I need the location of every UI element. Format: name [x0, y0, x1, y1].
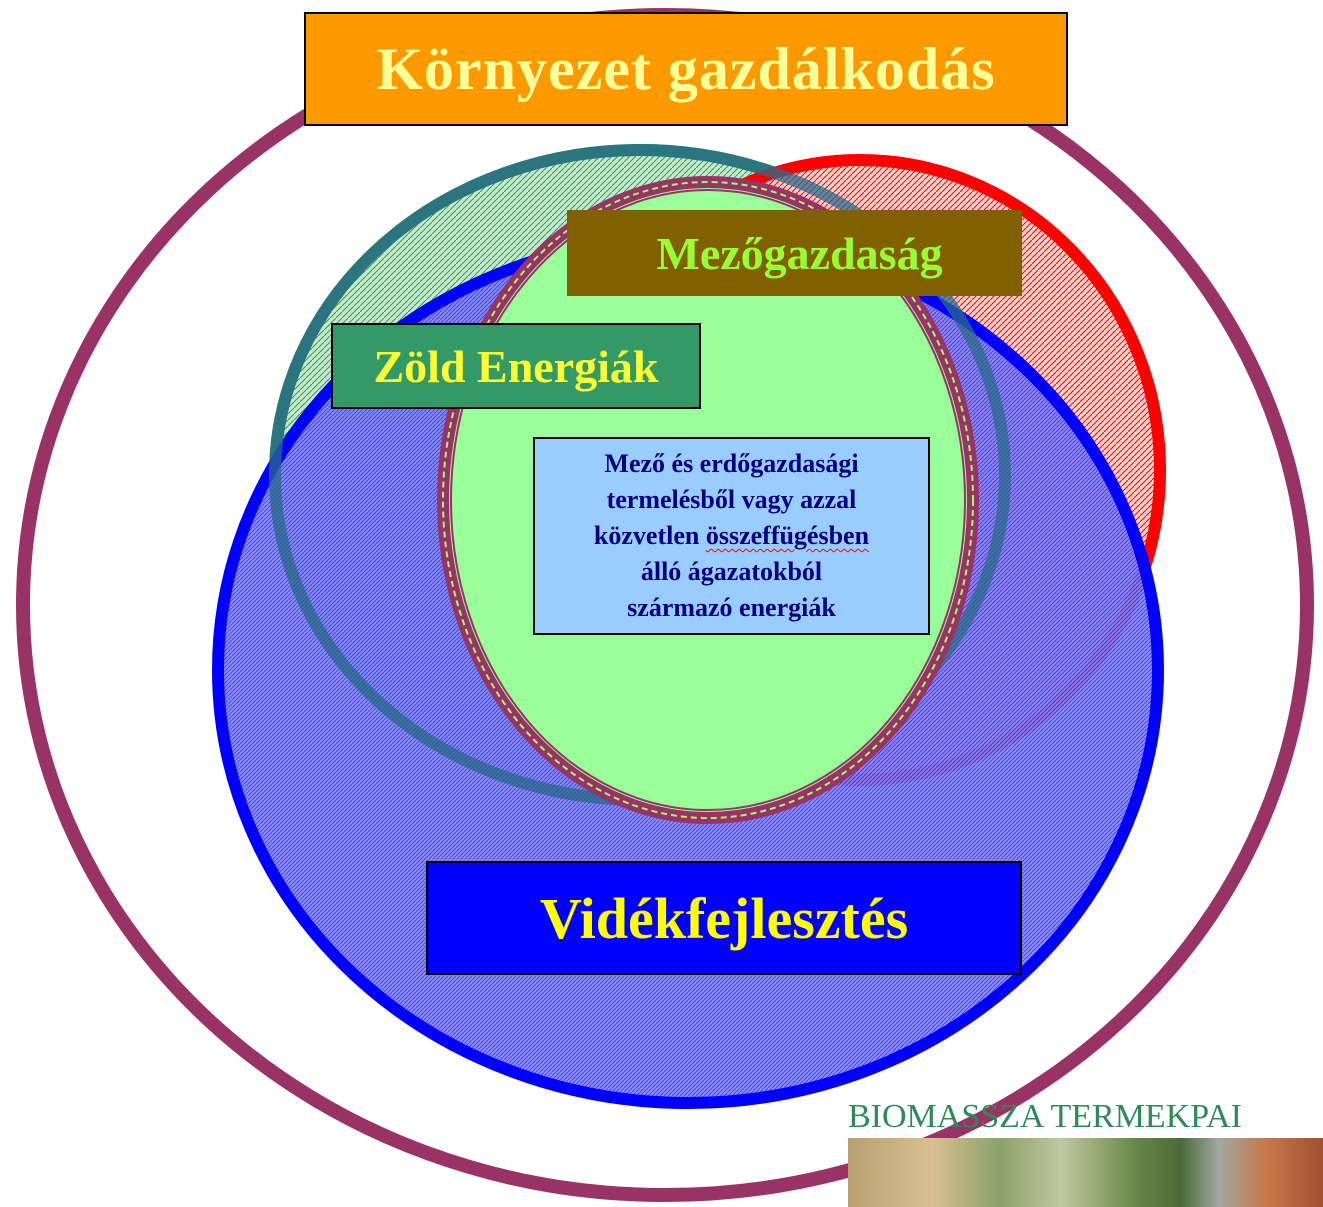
core-circle-stripe-inner	[450, 189, 966, 811]
agriculture-label: Mezőgazdaság	[567, 210, 1022, 296]
center-line-3b: összeffügésben	[705, 521, 870, 550]
center-line-2: termelésből vagy azzal	[606, 485, 857, 514]
biomass-logo: BIOMASSZA TERMEKPAI	[844, 1098, 1323, 1207]
center-line-3a: közvetlen	[593, 521, 706, 550]
green-energy-label: Zöld Energiák	[331, 323, 701, 409]
center-line-5: származó energiák	[627, 593, 836, 622]
center-line-1: Mező és erdőgazdasági	[604, 449, 859, 478]
center-line-3: közvetlen összeffügésben	[594, 518, 869, 554]
logo-title: BIOMASSZA TERMEKPAI	[848, 1098, 1242, 1135]
logo-photo-strip	[848, 1138, 1323, 1207]
environment-management-label: Környezet gazdálkodás	[304, 12, 1068, 126]
rural-development-label: Vidékfejlesztés	[426, 861, 1022, 975]
center-line-4: álló ágazatokból	[640, 557, 823, 586]
core-circle-stripe-outer	[442, 181, 974, 819]
center-description-box: Mező és erdőgazdasági termelésből vagy a…	[533, 437, 930, 635]
